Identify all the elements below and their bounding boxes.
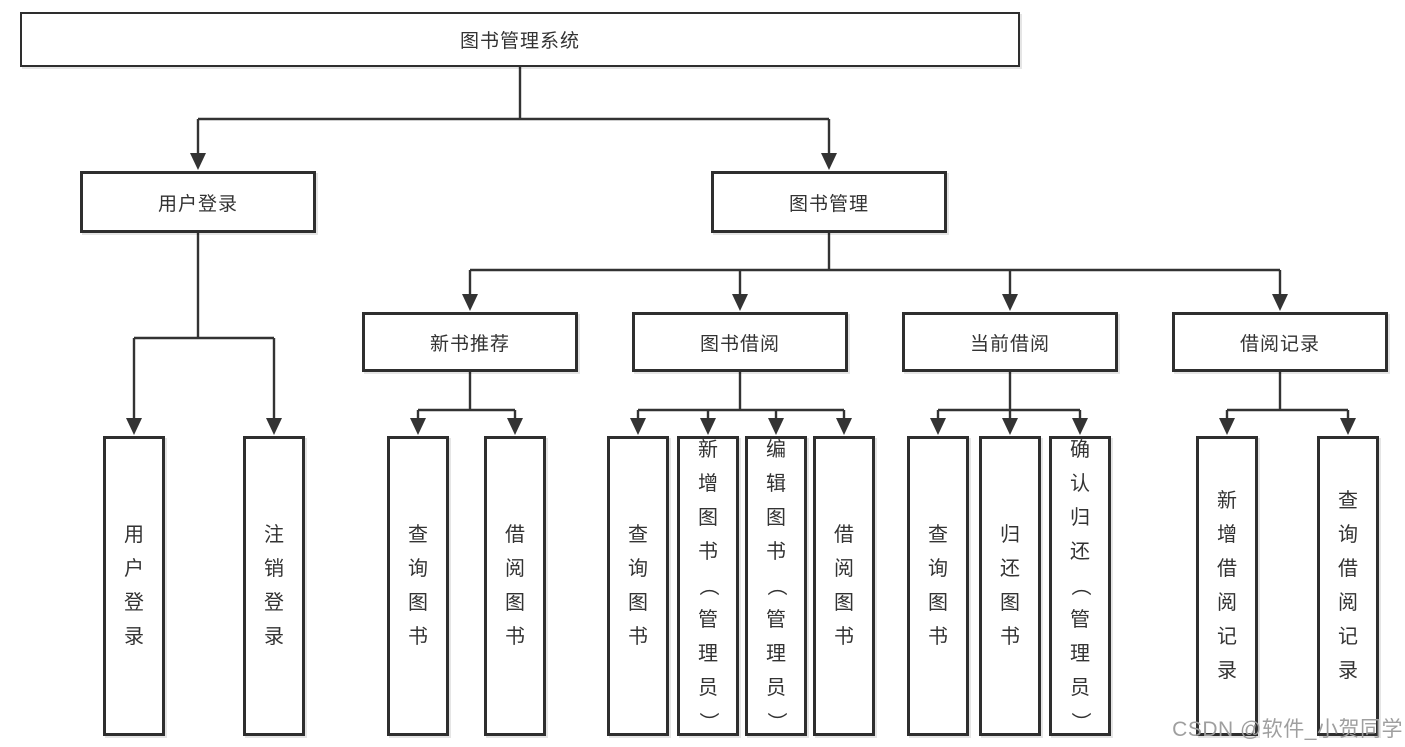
node-label-char: 确 xyxy=(1070,439,1090,461)
node-label-char: 管 xyxy=(1070,609,1090,631)
node-label-char: 图 xyxy=(1000,592,1020,614)
node-label-char: 图 xyxy=(834,592,854,614)
node-label-char: 编 xyxy=(766,439,786,461)
node-label-char: 借 xyxy=(1338,558,1358,580)
node-label-char: 登 xyxy=(124,592,144,614)
node-label-char: 阅 xyxy=(505,558,525,580)
node-leaf-return-books: 归还图书 xyxy=(979,436,1041,736)
node-label-char: 书 xyxy=(834,626,854,648)
node-label-char: 销 xyxy=(264,558,284,580)
node-label-char: 认 xyxy=(1070,473,1090,495)
node-label-char: ） xyxy=(765,712,787,732)
node-label-char: 书 xyxy=(698,541,718,563)
node-label-char: 图 xyxy=(766,507,786,529)
node-label-char: 借 xyxy=(834,524,854,546)
node-label-char: 理 xyxy=(698,643,718,665)
node-label-char: 询 xyxy=(1338,524,1358,546)
node-book-mgmt-branch: 图书管理 xyxy=(711,171,947,233)
node-label-char: 询 xyxy=(408,558,428,580)
node-label-char: 记 xyxy=(1338,626,1358,648)
watermark: CSDN @软件_小贺同学 xyxy=(1172,718,1403,741)
node-label-char: 图 xyxy=(628,592,648,614)
node-label-char: 查 xyxy=(628,524,648,546)
node-label-char: 增 xyxy=(1217,524,1237,546)
node-leaf-query-books-bb: 查询图书 xyxy=(607,436,669,736)
node-label-char: 书 xyxy=(505,626,525,648)
node-label-char: 归 xyxy=(1070,507,1090,529)
node-label-char: 阅 xyxy=(1338,592,1358,614)
node-label-char: （ xyxy=(697,576,719,596)
node-label-char: 查 xyxy=(928,524,948,546)
node-label-char: 阅 xyxy=(1217,592,1237,614)
node-label-char: 理 xyxy=(766,643,786,665)
node-label-char: 管 xyxy=(698,609,718,631)
node-label-char: 图 xyxy=(928,592,948,614)
node-label-char: 还 xyxy=(1070,541,1090,563)
node-leaf-user-login: 用户登录 xyxy=(103,436,165,736)
node-label-char: 辑 xyxy=(766,473,786,495)
node-label-char: 书 xyxy=(1000,626,1020,648)
node-leaf-logout: 注销登录 xyxy=(243,436,305,736)
node-system-root: 图书管理系统 xyxy=(20,12,1020,67)
node-label-char: 员 xyxy=(698,677,718,699)
node-label-char: 新 xyxy=(1217,490,1237,512)
node-label-char: 登 xyxy=(264,592,284,614)
node-book-borrow: 图书借阅 xyxy=(632,312,848,372)
node-label-char: 管 xyxy=(766,609,786,631)
node-label-char: （ xyxy=(1069,576,1091,596)
node-borrow-records: 借阅记录 xyxy=(1172,312,1388,372)
node-label-char: ） xyxy=(697,712,719,732)
node-leaf-edit-books-admin: 编辑图书 （ 管理员 ） xyxy=(745,436,807,736)
node-leaf-query-books-rec: 查询图书 xyxy=(387,436,449,736)
node-label-char: 录 xyxy=(1338,660,1358,682)
node-label-char: 录 xyxy=(264,626,284,648)
node-label-char: 借 xyxy=(1217,558,1237,580)
node-leaf-borrow-books-bb: 借阅图书 xyxy=(813,436,875,736)
node-label-char: 书 xyxy=(408,626,428,648)
node-label-char: 员 xyxy=(1070,677,1090,699)
node-label-char: 员 xyxy=(766,677,786,699)
node-label-char: 新 xyxy=(698,439,718,461)
node-label-char: 录 xyxy=(124,626,144,648)
node-label-char: 询 xyxy=(628,558,648,580)
node-leaf-borrow-books-rec: 借阅图书 xyxy=(484,436,546,736)
node-label-char: 图 xyxy=(408,592,428,614)
node-label-char: 询 xyxy=(928,558,948,580)
node-label-char: 记 xyxy=(1217,626,1237,648)
node-label-char: 增 xyxy=(698,473,718,495)
node-user-login-branch: 用户登录 xyxy=(80,171,316,233)
node-current-borrow: 当前借阅 xyxy=(902,312,1118,372)
node-label-char: 归 xyxy=(1000,524,1020,546)
node-leaf-add-books-admin: 新增图书 （ 管理员 ） xyxy=(677,436,739,736)
node-label-char: 借 xyxy=(505,524,525,546)
node-label-char: 注 xyxy=(264,524,284,546)
node-label-char: 查 xyxy=(408,524,428,546)
node-leaf-confirm-return-admin: 确认归还 （ 管理员 ） xyxy=(1049,436,1111,736)
node-label-char: 还 xyxy=(1000,558,1020,580)
node-label-char: 书 xyxy=(928,626,948,648)
node-label-char: 阅 xyxy=(834,558,854,580)
node-label-char: 书 xyxy=(766,541,786,563)
node-label-char: 图 xyxy=(505,592,525,614)
node-label-char: 查 xyxy=(1338,490,1358,512)
node-label-char: 理 xyxy=(1070,643,1090,665)
node-label-char: 用 xyxy=(124,524,144,546)
node-leaf-query-borrow-record: 查询借阅记录 xyxy=(1317,436,1379,736)
node-label-char: 图 xyxy=(698,507,718,529)
node-label-char: 录 xyxy=(1217,660,1237,682)
node-label-char: ） xyxy=(1069,712,1091,732)
node-leaf-query-books-cb: 查询图书 xyxy=(907,436,969,736)
node-label-char: （ xyxy=(765,576,787,596)
node-new-book-rec: 新书推荐 xyxy=(362,312,578,372)
node-label-char: 户 xyxy=(124,558,144,580)
node-leaf-add-borrow-record: 新增借阅记录 xyxy=(1196,436,1258,736)
node-label-char: 书 xyxy=(628,626,648,648)
